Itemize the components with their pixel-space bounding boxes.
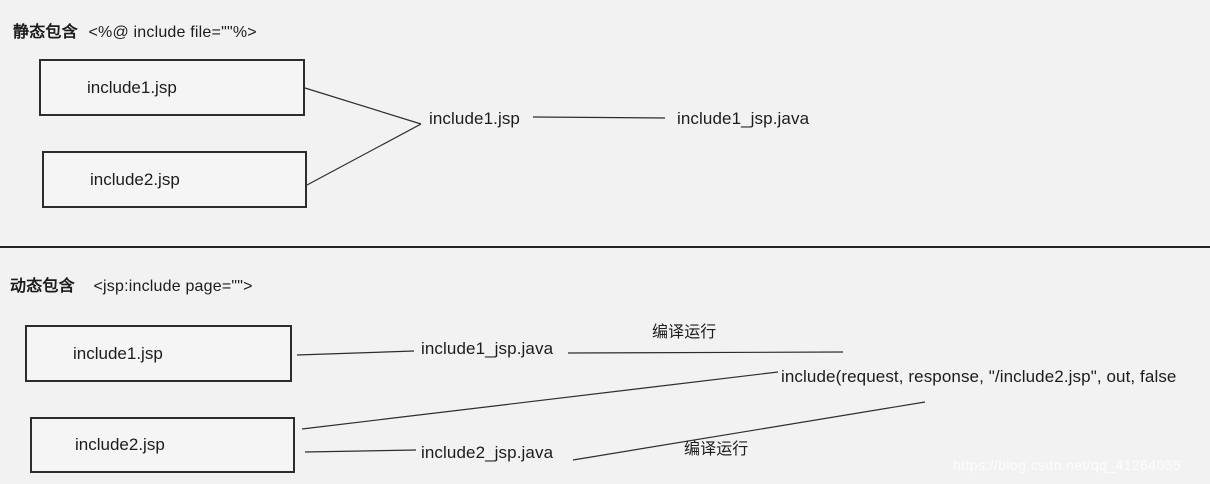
static-merge-line-bottom <box>306 123 422 186</box>
dynamic-row1-java-label: include1_jsp.java <box>421 339 554 358</box>
static-output-java-label: include1_jsp.java <box>677 109 810 128</box>
dynamic-include-call-line <box>301 371 779 430</box>
dynamic-row1-translate-line <box>296 350 415 356</box>
dynamic-row2-translate-line <box>304 449 417 453</box>
dynamic-row2-action-label: 编译运行 <box>684 441 749 458</box>
dynamic-row2-java-label: include2_jsp.java <box>421 443 554 462</box>
static-merged-jsp-label: include1.jsp <box>429 109 520 128</box>
dynamic-include-call-label: include(request, response, "/include2.js… <box>781 367 1177 386</box>
static-box-include1: include1.jsp <box>39 59 305 116</box>
static-merge-line-top <box>304 87 422 125</box>
csdn-watermark: https://blog.csdn.net/qq_41264055 <box>953 457 1182 473</box>
static-translate-line <box>532 116 666 119</box>
dynamic-box-include1: include1.jsp <box>25 325 292 382</box>
dynamic-section-title: 动态包含 <jsp:include page=""> <box>10 272 253 296</box>
dynamic-section-title-code: <jsp:include page=""> <box>93 278 253 295</box>
dynamic-row2-run-line <box>572 401 926 461</box>
static-section-title: 静态包含 <%@ include file=""%> <box>13 18 257 42</box>
dynamic-box-include1-label: include1.jsp <box>73 343 163 363</box>
static-section-title-code: <%@ include file=""%> <box>88 24 257 41</box>
static-box-include1-label: include1.jsp <box>87 77 177 97</box>
dynamic-section-title-zh: 动态包含 <box>10 278 75 295</box>
static-section-title-zh: 静态包含 <box>13 24 78 41</box>
dynamic-row1-action-label: 编译运行 <box>652 324 717 341</box>
dynamic-box-include2: include2.jsp <box>30 417 295 473</box>
static-box-include2: include2.jsp <box>42 151 307 208</box>
dynamic-row1-run-line <box>567 351 844 354</box>
dynamic-box-include2-label: include2.jsp <box>75 435 165 454</box>
static-box-include2-label: include2.jsp <box>90 169 180 189</box>
